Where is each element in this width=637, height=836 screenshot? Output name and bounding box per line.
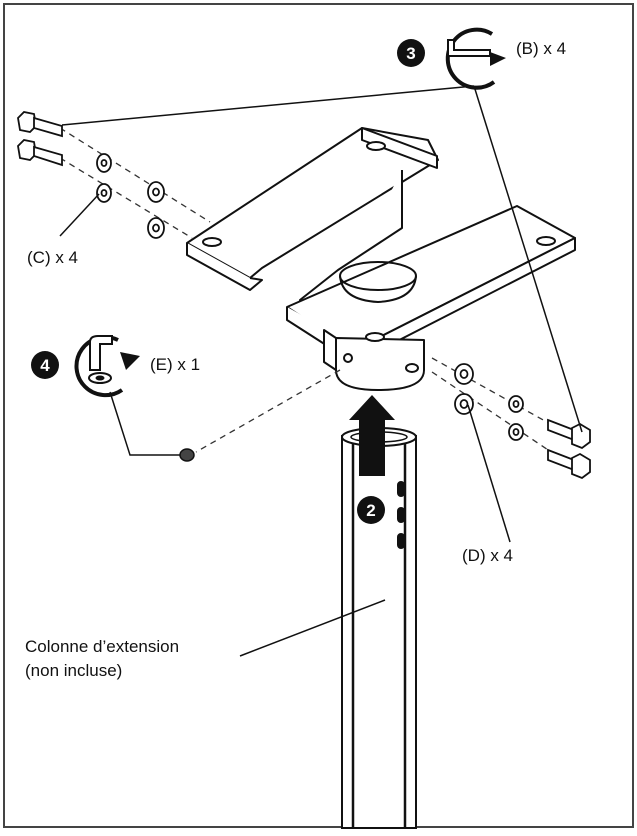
extension-column: [341, 427, 417, 829]
label-column-line1: Colonne d’extension: [25, 637, 179, 656]
bolt-b-lower: [17, 139, 63, 167]
label-part-b: (B) x 4: [516, 39, 566, 58]
step-3-number: 3: [406, 44, 415, 63]
step-4-number: 4: [40, 356, 50, 375]
washers-right: [454, 363, 524, 441]
step-2-number: 2: [366, 501, 375, 520]
label-column-line2: (non incluse): [25, 661, 122, 680]
bolts-right: [547, 418, 591, 480]
step-2-callout: 2: [357, 496, 385, 524]
label-part-c: (C) x 4: [27, 248, 78, 267]
step-4-callout: 4 (E) x 1: [31, 335, 200, 398]
diagram-frame: [3, 3, 634, 828]
hex-key-clockwise-icon: [74, 335, 140, 398]
step-4-badge: [31, 351, 59, 379]
washers-left: [96, 153, 165, 239]
bolts-left: [17, 111, 63, 167]
label-part-d: (D) x 4: [462, 546, 513, 565]
bolt-right-lower: [547, 448, 591, 480]
leader-lines: [59, 85, 583, 657]
label-part-e: (E) x 1: [150, 355, 200, 374]
step-3-badge: [397, 39, 425, 67]
bolt-right-upper: [547, 418, 591, 450]
bolt-b-upper: [17, 111, 63, 138]
insert-arrow: [349, 395, 395, 476]
step-3-callout: 3 (B) x 4: [397, 27, 566, 90]
step-2-badge: [357, 496, 385, 524]
allen-key-clockwise-icon: [445, 27, 506, 90]
set-screw-e: [179, 448, 195, 462]
mounting-bracket: [186, 127, 576, 391]
